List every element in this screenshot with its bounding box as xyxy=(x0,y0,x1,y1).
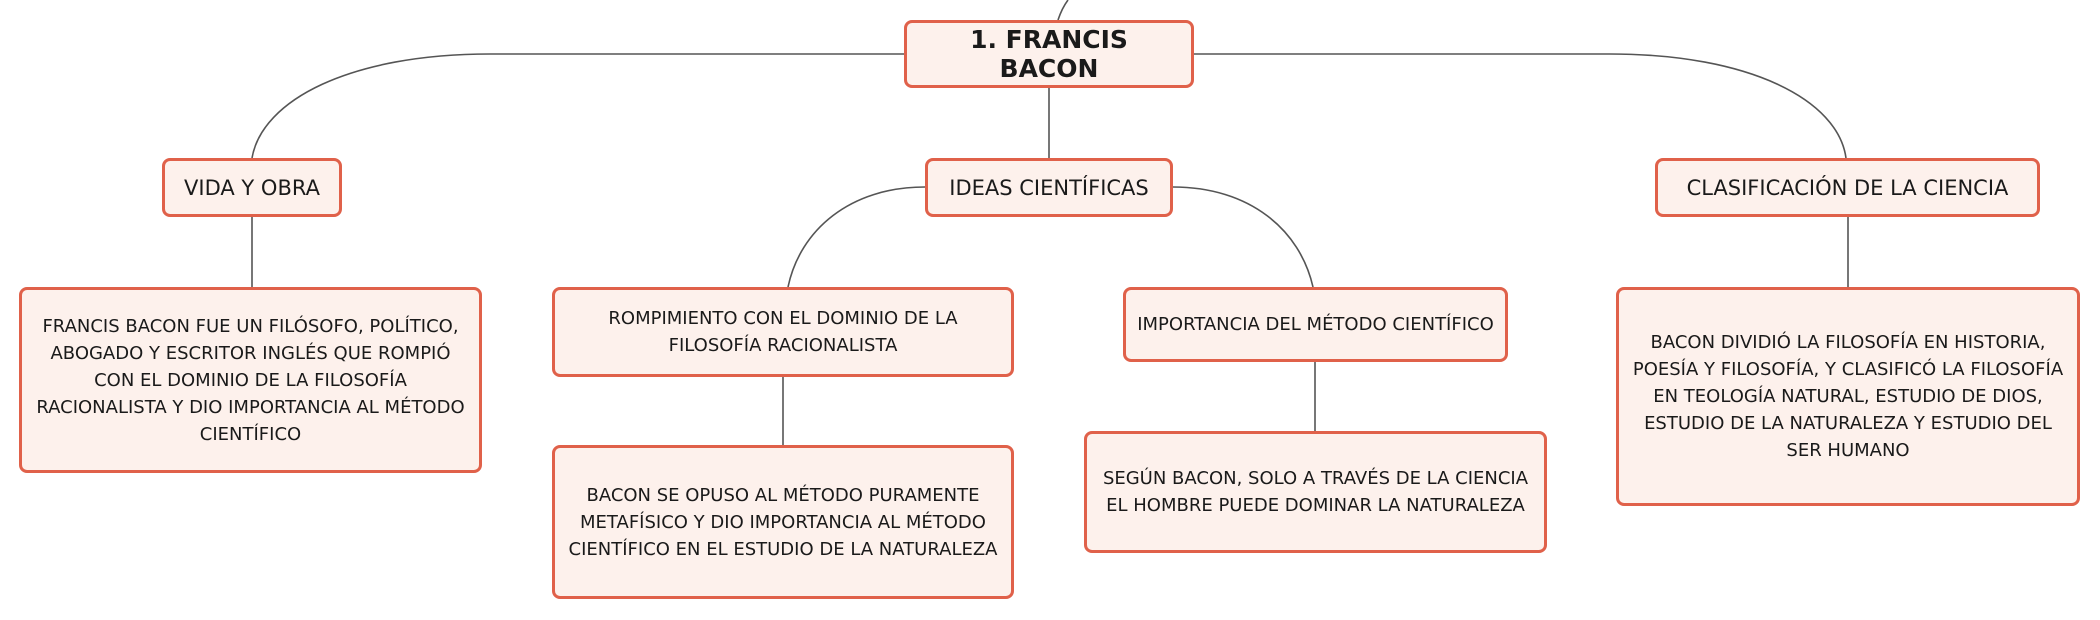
connector-incoming-root xyxy=(1057,0,1069,21)
leaf-node-clasificacion-descripcion: BACON DIVIDIÓ LA FILOSOFÍA EN HISTORIA, … xyxy=(1616,287,2080,506)
leaf-node-text: BACON SE OPUSO AL MÉTODO PURAMENTE METAF… xyxy=(568,484,998,560)
branch-node-label: IDEAS CIENTÍFICAS xyxy=(949,175,1149,200)
leaf-node-importancia-metodo: IMPORTANCIA DEL MÉTODO CIENTÍFICO xyxy=(1123,287,1508,362)
root-node-label: 1. FRANCIS BACON xyxy=(970,25,1128,83)
leaf-node-text: FRANCIS BACON FUE UN FILÓSOFO, POLÍTICO,… xyxy=(36,315,465,445)
branch-node-label: CLASIFICACIÓN DE LA CIENCIA xyxy=(1686,175,2009,200)
leaf-node-text: SEGÚN BACON, SOLO A TRAVÉS DE LA CIENCIA… xyxy=(1102,468,1529,516)
leaf-node-vida-descripcion: FRANCIS BACON FUE UN FILÓSOFO, POLÍTICO,… xyxy=(19,287,482,473)
branch-node-ideas-cientificas: IDEAS CIENTÍFICAS xyxy=(925,158,1173,217)
leaf-node-text: BACON DIVIDIÓ LA FILOSOFÍA EN HISTORIA, … xyxy=(1632,332,2064,461)
leaf-node-rompimiento: ROMPIMIENTO CON EL DOMINIO DE LA FILOSOF… xyxy=(552,287,1014,377)
connector-ideas-rompimiento xyxy=(787,186,926,288)
branch-node-vida-y-obra: VIDA Y OBRA xyxy=(162,158,342,217)
connector-ideas-importancia xyxy=(1172,186,1314,288)
connector-root-clasificacion xyxy=(1194,53,1847,159)
leaf-node-bacon-se-opuso: BACON SE OPUSO AL MÉTODO PURAMENTE METAF… xyxy=(552,445,1014,599)
leaf-node-text: ROMPIMIENTO CON EL DOMINIO DE LA FILOSOF… xyxy=(608,308,958,356)
root-node-francis-bacon: 1. FRANCIS BACON xyxy=(904,20,1194,88)
connector-root-vida xyxy=(251,53,904,159)
branch-node-label: VIDA Y OBRA xyxy=(184,175,320,200)
branch-node-clasificacion-de-la-ciencia: CLASIFICACIÓN DE LA CIENCIA xyxy=(1655,158,2040,217)
leaf-node-segun-bacon: SEGÚN BACON, SOLO A TRAVÉS DE LA CIENCIA… xyxy=(1084,431,1547,553)
leaf-node-text: IMPORTANCIA DEL MÉTODO CIENTÍFICO xyxy=(1137,314,1494,335)
